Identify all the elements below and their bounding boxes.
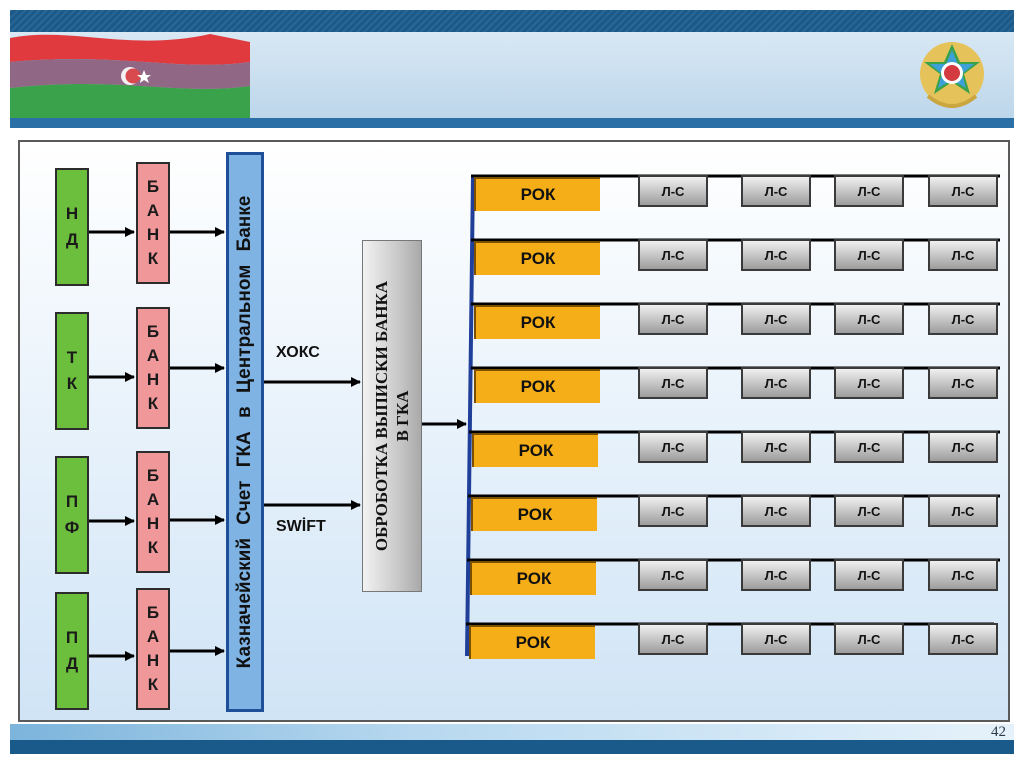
bank-box: Б А Н К xyxy=(136,307,170,429)
bank-letter: А xyxy=(146,346,160,365)
source-letter: Д xyxy=(65,654,79,673)
rok-box: РОК xyxy=(470,561,596,595)
source-letter: К xyxy=(66,374,78,393)
source-letter: Д xyxy=(65,230,79,249)
ls-box: Л-С xyxy=(834,175,904,207)
source-letter: Т xyxy=(66,348,78,367)
ls-box: Л-С xyxy=(834,367,904,399)
rok-box: РОК xyxy=(474,305,600,339)
bank-letter: Н xyxy=(146,514,160,533)
header-stripe xyxy=(10,10,1014,32)
bank-letter: Б xyxy=(146,466,160,485)
ls-box: Л-С xyxy=(834,495,904,527)
ls-box: Л-С xyxy=(638,175,708,207)
ls-box: Л-С xyxy=(928,559,998,591)
ls-box: Л-С xyxy=(741,303,811,335)
bank-letter: А xyxy=(146,627,160,646)
ls-box: Л-С xyxy=(741,431,811,463)
distribution-bar xyxy=(465,175,475,657)
ls-box: Л-С xyxy=(928,495,998,527)
state-emblem-icon xyxy=(914,36,990,114)
bank-letter: Н xyxy=(146,370,160,389)
bank-box: Б А Н К xyxy=(136,162,170,284)
source-letter: П xyxy=(65,628,79,647)
ls-box: Л-С xyxy=(741,239,811,271)
swift-label: SWİFT xyxy=(276,518,326,535)
rok-box: РОК xyxy=(471,497,597,531)
source-letter: Ф xyxy=(64,518,80,537)
source-box-tk: Т К xyxy=(55,312,89,430)
ls-box: Л-С xyxy=(741,623,811,655)
bank-letter: Н xyxy=(146,225,160,244)
bank-box: Б А Н К xyxy=(136,588,170,710)
ls-box: Л-С xyxy=(834,239,904,271)
bank-letter: Н xyxy=(146,651,160,670)
bank-letter: К xyxy=(147,538,159,557)
bank-letter: Б xyxy=(146,177,160,196)
bank-letter: К xyxy=(147,675,159,694)
ls-box: Л-С xyxy=(928,175,998,207)
rok-box: РОК xyxy=(474,369,600,403)
bank-box: Б А Н К xyxy=(136,451,170,573)
processing-box xyxy=(362,240,422,592)
ls-box: Л-С xyxy=(638,367,708,399)
source-box-pd: П Д xyxy=(55,592,89,710)
header-bottom-stripe xyxy=(10,118,1014,128)
ls-box: Л-С xyxy=(928,239,998,271)
ls-box: Л-С xyxy=(638,431,708,463)
rok-box: РОК xyxy=(474,241,600,275)
ls-box: Л-С xyxy=(741,559,811,591)
footer-light-stripe xyxy=(10,724,1014,742)
bank-letter: А xyxy=(146,201,160,220)
source-letter: П xyxy=(65,492,79,511)
bank-letter: Б xyxy=(146,322,160,341)
ls-box: Л-С xyxy=(638,239,708,271)
ls-box: Л-С xyxy=(834,623,904,655)
page-number: 42 xyxy=(991,724,1006,740)
rok-box: РОК xyxy=(474,177,600,211)
ls-box: Л-С xyxy=(741,495,811,527)
ls-box: Л-С xyxy=(928,431,998,463)
ls-box: Л-С xyxy=(928,303,998,335)
ls-box: Л-С xyxy=(638,623,708,655)
ls-box: Л-С xyxy=(638,559,708,591)
ls-box: Л-С xyxy=(928,623,998,655)
bank-letter: А xyxy=(146,490,160,509)
footer-dark-stripe xyxy=(10,740,1014,754)
ls-box: Л-С xyxy=(638,303,708,335)
khoks-label: ХОКС xyxy=(276,344,320,361)
gka-account-box xyxy=(226,152,264,712)
source-letter: Н xyxy=(65,204,79,223)
ls-box: Л-С xyxy=(928,367,998,399)
ls-box: Л-С xyxy=(741,367,811,399)
bank-letter: Б xyxy=(146,603,160,622)
rok-box: РОК xyxy=(469,625,595,659)
source-box-nd: Н Д xyxy=(55,168,89,286)
ls-box: Л-С xyxy=(638,495,708,527)
ls-box: Л-С xyxy=(741,175,811,207)
rok-box: РОК xyxy=(472,433,598,467)
bank-letter: К xyxy=(147,249,159,268)
ls-box: Л-С xyxy=(834,431,904,463)
source-box-pf: П Ф xyxy=(55,456,89,574)
bank-letter: К xyxy=(147,394,159,413)
ls-box: Л-С xyxy=(834,559,904,591)
ls-box: Л-С xyxy=(834,303,904,335)
azerbaijan-flag-image xyxy=(10,32,250,118)
